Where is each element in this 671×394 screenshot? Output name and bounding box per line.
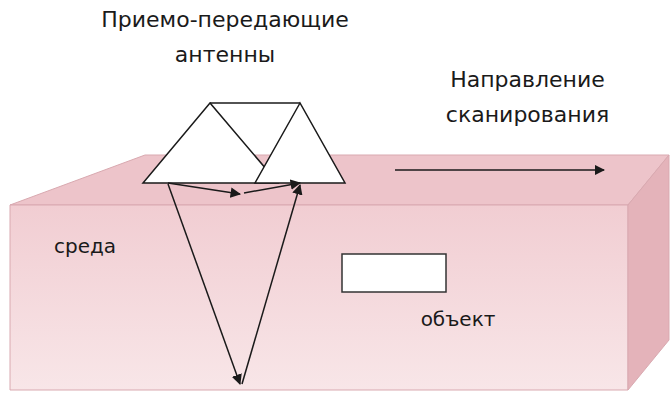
medium-front [10,205,628,390]
medium-label: среда [40,233,130,259]
reflected-wave [242,185,300,384]
medium-side [628,155,669,390]
object-label: объект [398,306,518,332]
incident-wave [168,184,240,384]
antenna-link [210,102,300,104]
antenna-caption: Приемо-передающие антенны [70,2,380,72]
scan-caption: Направление сканирования [405,62,650,132]
transmit-antenna [143,103,278,183]
buried-object [342,254,446,292]
receive-antenna [255,103,345,183]
direct-wave [168,183,240,194]
scan-arrow [395,169,604,171]
direct-wave [244,183,300,193]
